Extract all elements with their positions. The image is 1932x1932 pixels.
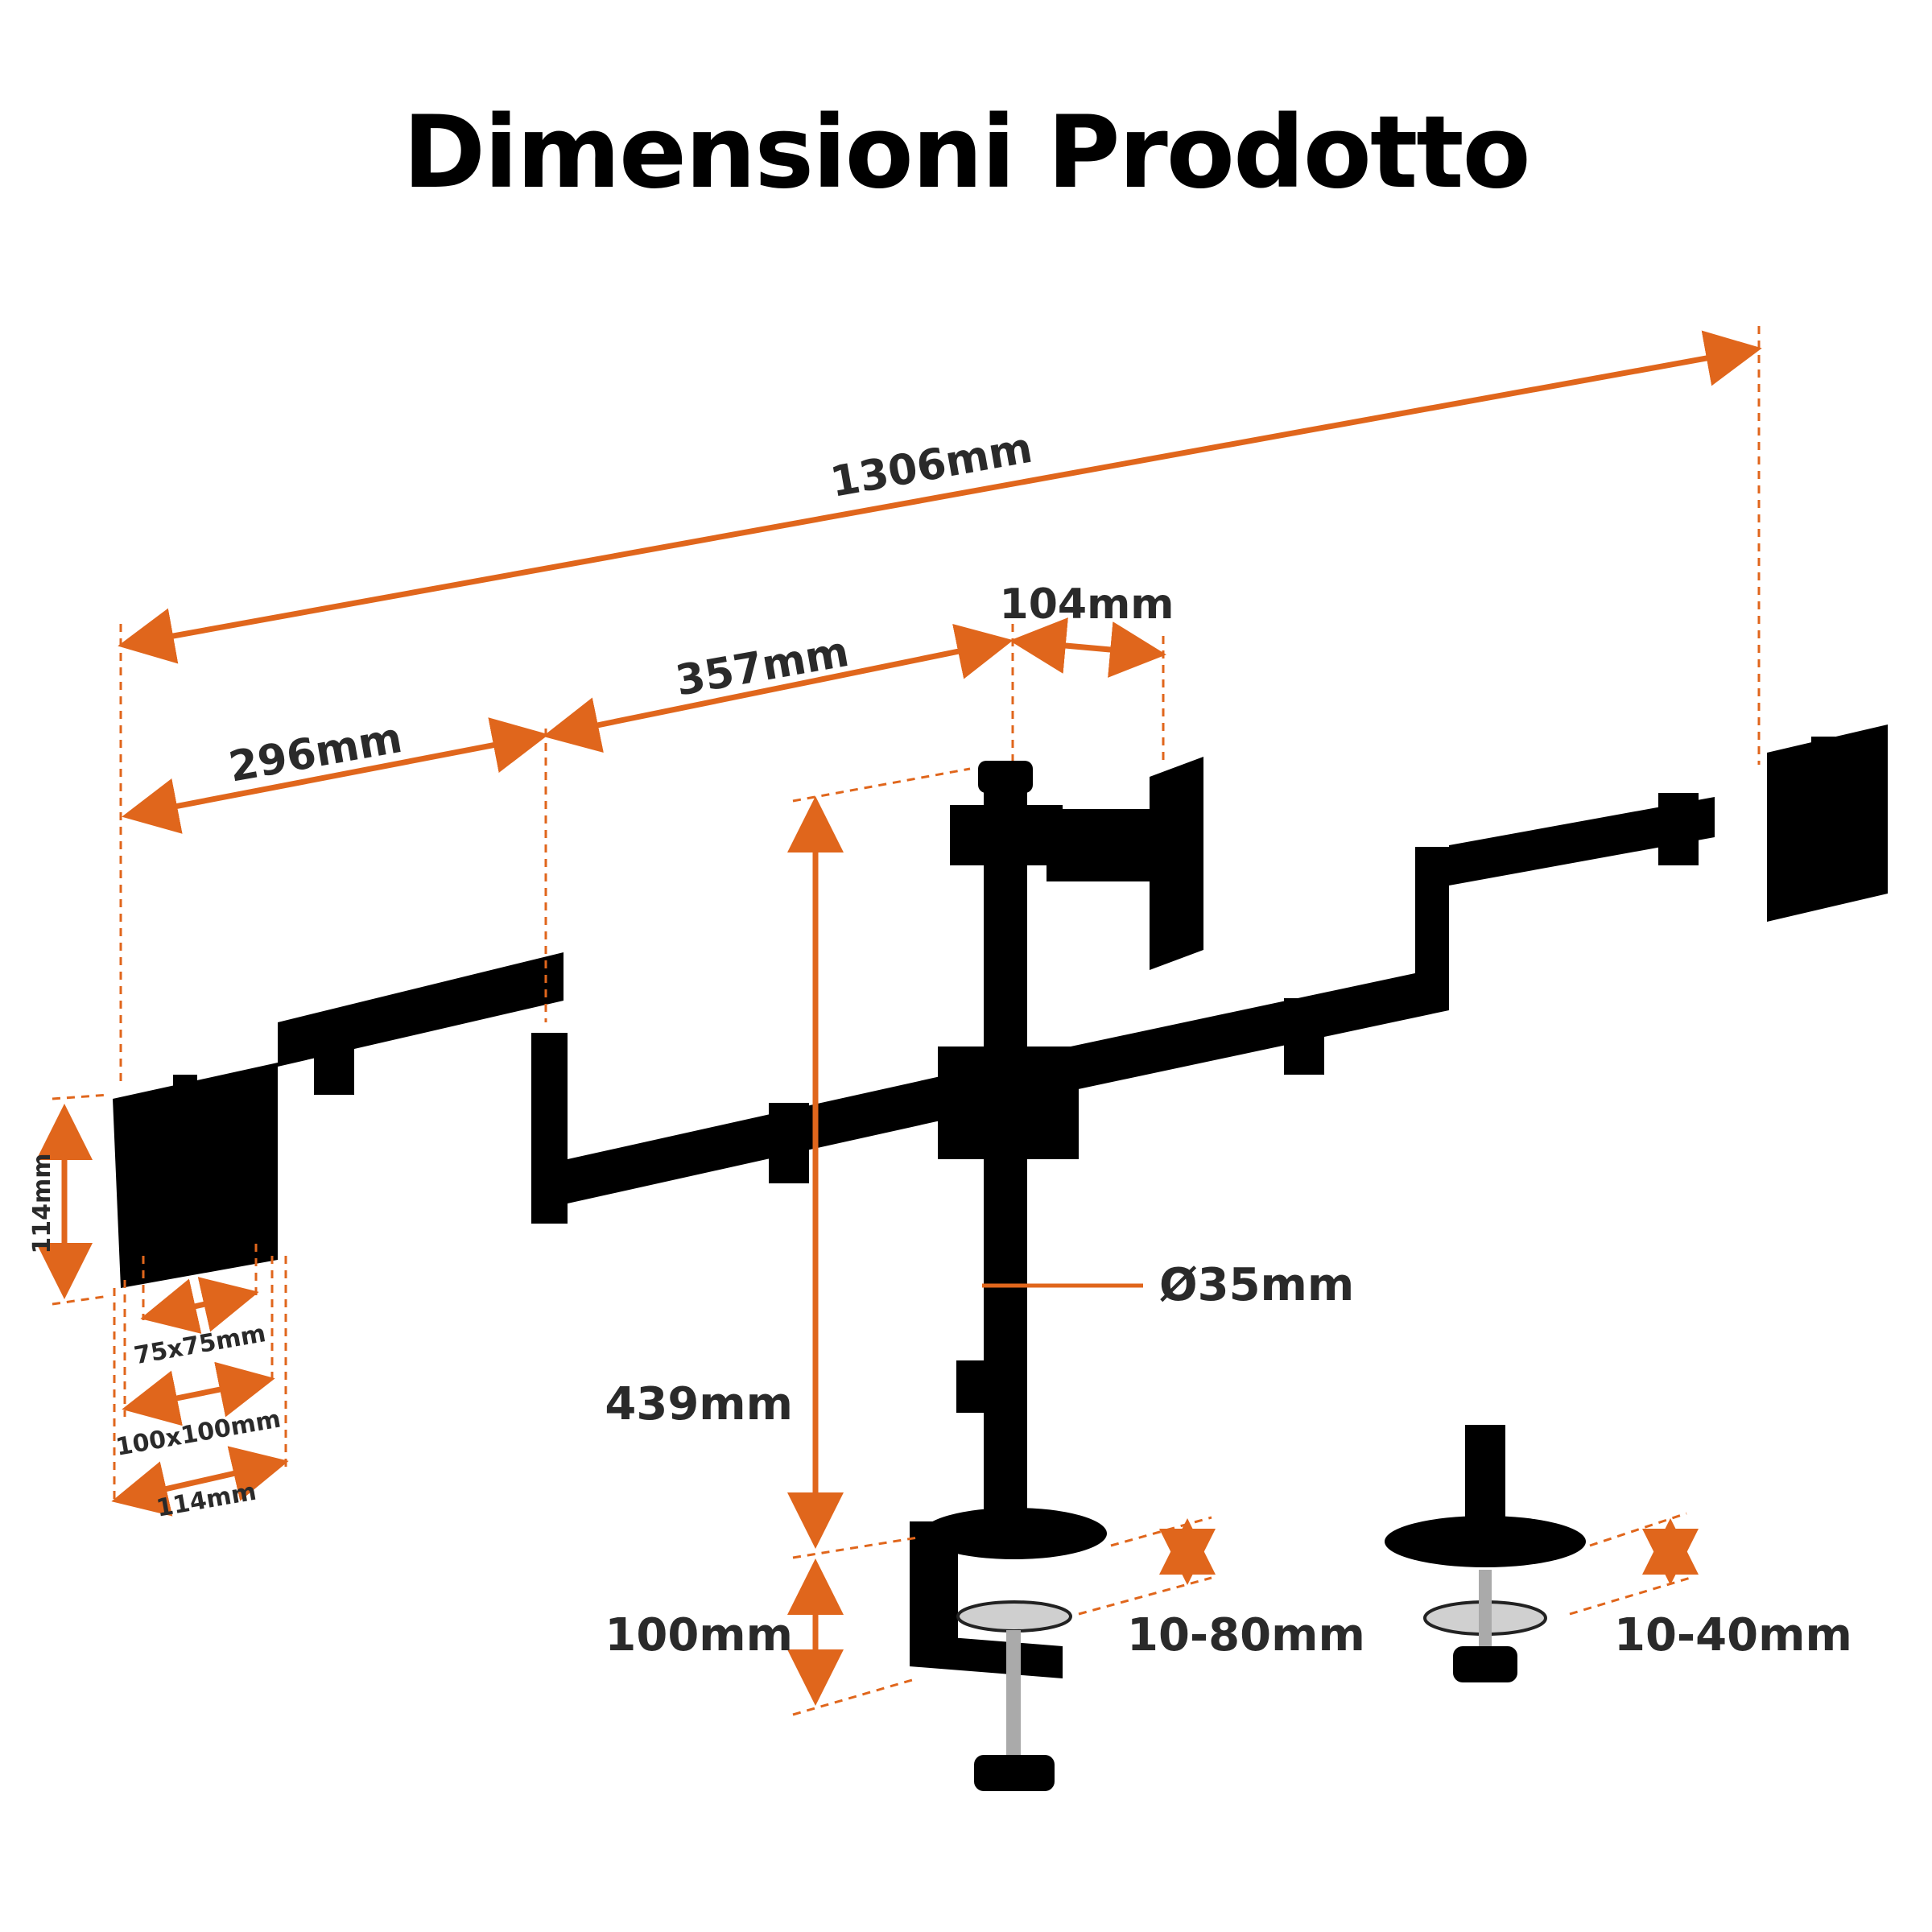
- top-pole-cap: [978, 761, 1033, 793]
- label-clamp-range: 10-80mm: [1127, 1609, 1365, 1662]
- arrow-center-mount: [1009, 617, 1166, 678]
- cable-clip-pole: [956, 1360, 1005, 1413]
- guide-pole-bottom: [792, 1536, 919, 1559]
- clamp-pad: [956, 1600, 1072, 1633]
- guide-clamp-bottom: [792, 1677, 919, 1716]
- left-arm-inner: [568, 1071, 966, 1203]
- label-plate-width: 114mm: [155, 1478, 258, 1523]
- right-cable-clip: [1284, 998, 1324, 1075]
- left-cable-clip: [314, 1014, 354, 1095]
- page-title: Dimensioni Prodotto: [402, 95, 1530, 211]
- label-pole-height: 439mm: [605, 1378, 793, 1430]
- middle-cable-clip: [769, 1103, 809, 1183]
- clamp-screw: [1006, 1630, 1021, 1763]
- center-tilt-arm: [1046, 809, 1159, 881]
- guide-plate-top: [52, 1093, 109, 1100]
- grommet-base-plate: [1385, 1516, 1586, 1567]
- middle-hub: [938, 1046, 1079, 1159]
- label-vesa-small: 75x75mm: [132, 1319, 268, 1370]
- right-plate-knob: [1811, 737, 1835, 765]
- clamp-base-plate: [922, 1508, 1107, 1559]
- grommet-knob: [1453, 1646, 1517, 1682]
- label-plate-height: 114mm: [28, 1153, 56, 1253]
- label-center-mount: 104mm: [1000, 580, 1174, 629]
- grommet-screw: [1479, 1570, 1492, 1646]
- monitor-arm-illustration: [113, 724, 1888, 1791]
- arrow-plate-width: [111, 1446, 289, 1517]
- arrow-middle-arm: [543, 623, 1013, 753]
- left-plate-knob: [173, 1075, 197, 1107]
- clamp-lower-jaw: [910, 1634, 1063, 1678]
- label-clamp-height: 100mm: [605, 1609, 793, 1662]
- right-arm-inner: [1071, 966, 1449, 1091]
- dimension-lines: [36, 326, 1762, 1716]
- right-arm-elbow: [1415, 847, 1449, 1010]
- label-grommet-range: 10-40mm: [1614, 1609, 1852, 1662]
- label-total-width: 1306mm: [827, 424, 1036, 507]
- right-vesa-plate: [1767, 724, 1888, 922]
- arrow-left-arm: [122, 717, 549, 834]
- guide-grommet-top: [1589, 1512, 1687, 1547]
- upper-collar: [950, 805, 1063, 865]
- left-vesa-plate: [113, 1063, 278, 1288]
- arrow-vesa75: [140, 1277, 259, 1334]
- label-vesa-large: 100x100mm: [114, 1405, 283, 1461]
- guide-pole-top: [792, 767, 971, 803]
- guide-plate-bottom: [52, 1294, 109, 1306]
- arrow-total-width: [118, 330, 1762, 664]
- clamp-knob: [974, 1755, 1055, 1791]
- label-pole-diameter: Ø35mm: [1159, 1259, 1354, 1311]
- right-top-cable-clip: [1658, 793, 1699, 865]
- center-vesa-plate: [1150, 757, 1203, 970]
- right-arm-outer: [1449, 797, 1715, 886]
- arrow-vesa100: [122, 1361, 275, 1426]
- guide-clamp-range-top: [1110, 1516, 1212, 1547]
- left-arm-elbow: [531, 1033, 568, 1224]
